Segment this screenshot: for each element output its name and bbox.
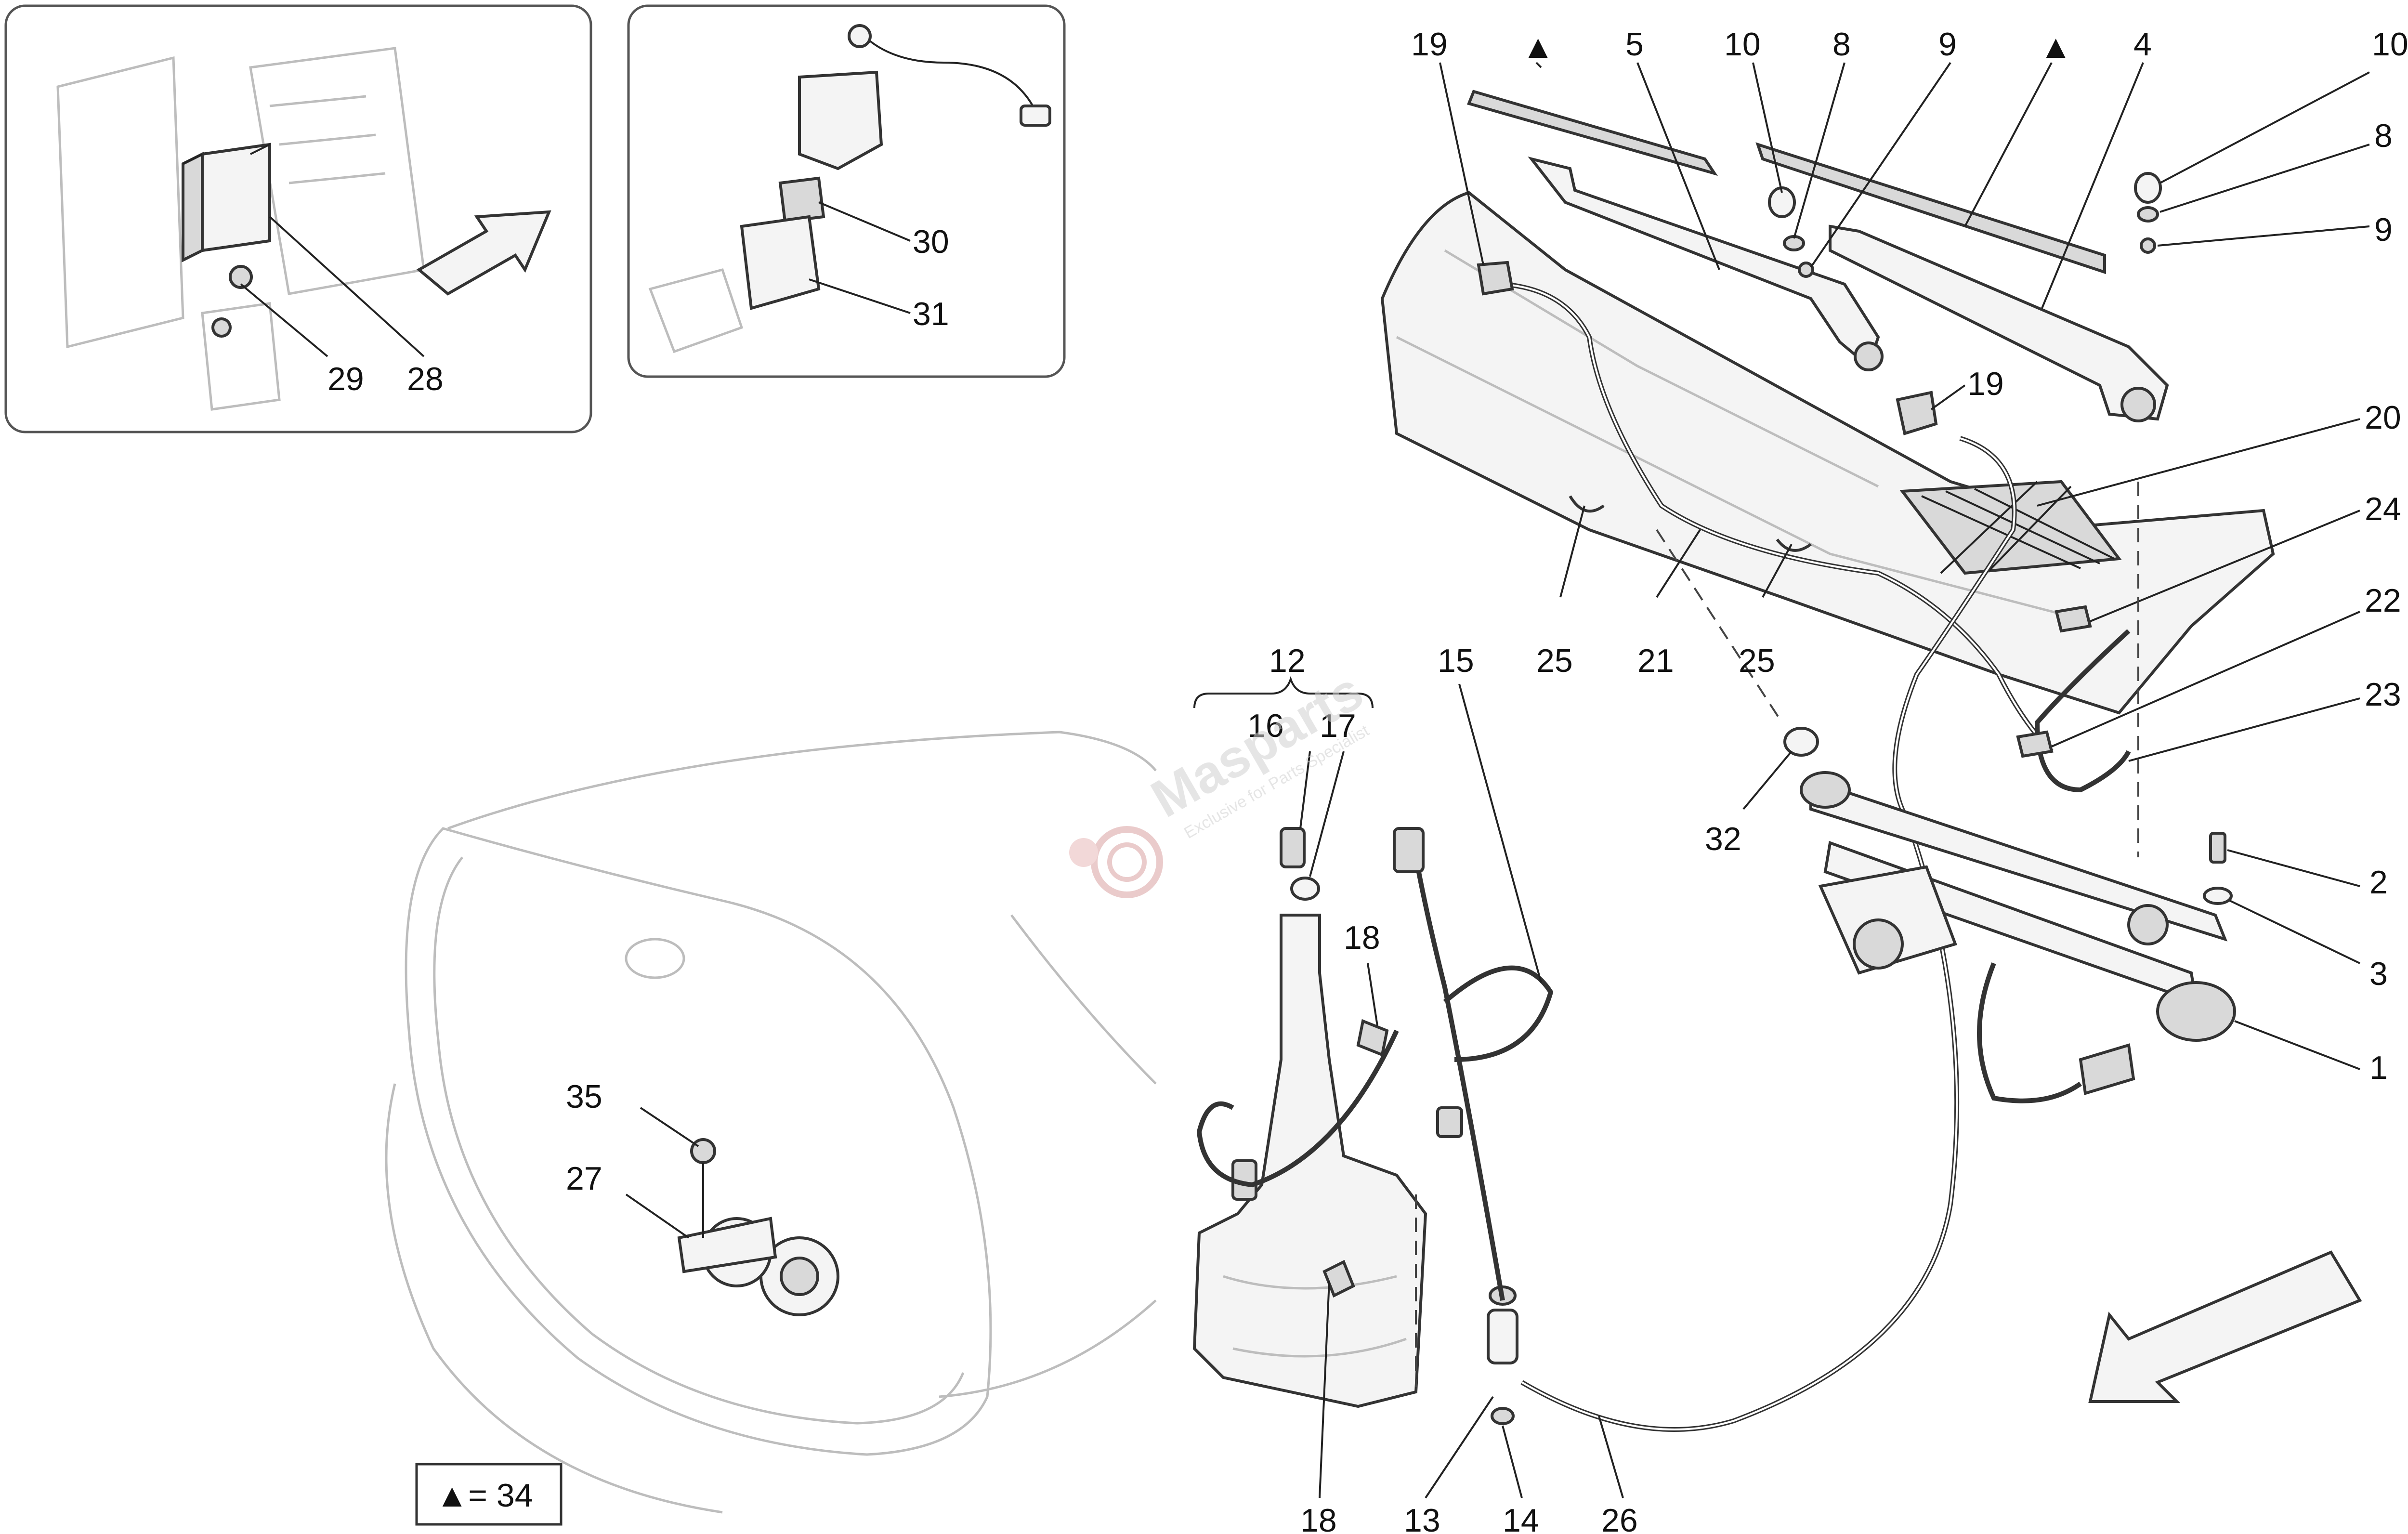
wiper-blade-right — [1755, 142, 2106, 275]
bolt-washer-parts-2-3 — [2203, 832, 2233, 905]
callout-4: 4 — [2133, 26, 2152, 63]
control-module — [182, 143, 271, 262]
wiper-arm-part-4 — [1829, 224, 2169, 422]
callout-9-mid: 9 — [1938, 26, 1957, 63]
motor-wiring-connector — [1977, 962, 2135, 1103]
callout-29: 29 — [327, 361, 364, 397]
callout-22: 22 — [2365, 582, 2401, 619]
callout-10-mid: 10 — [1724, 26, 1761, 63]
callout-12: 12 — [1269, 642, 1306, 679]
callout-23: 23 — [2365, 676, 2401, 713]
callout-5: 5 — [1625, 26, 1644, 63]
leader-lines — [1193, 62, 2370, 1499]
wiper-linkage-part-1 — [1800, 771, 2236, 1042]
car-front-outline — [385, 731, 1157, 1514]
callout-2: 2 — [2369, 864, 2388, 901]
callout-18-upper: 18 — [1344, 919, 1380, 956]
legend-box: ▲= 34 — [415, 1463, 563, 1526]
assembly-direction-arrow — [416, 210, 551, 296]
callout-9-right: 9 — [2374, 211, 2393, 248]
callout-21: 21 — [1637, 642, 1674, 679]
nut-part-29 — [229, 265, 253, 289]
grommet-part-32 — [1783, 727, 1819, 757]
callout-19-top: 19 — [1411, 26, 1448, 63]
callout-27: 27 — [566, 1160, 602, 1197]
cowl-panel — [1380, 191, 2275, 715]
orientation-arrow — [2088, 1250, 2362, 1403]
inset-panel-sensor: 30 31 — [627, 4, 1066, 378]
callout-labels: 19 5 10 8 9 4 10 8 9 19 20 24 22 23 2 3 … — [1247, 26, 2408, 1534]
callout-13: 13 — [1404, 1502, 1440, 1534]
callout-20: 20 — [2365, 399, 2401, 436]
callout-16: 16 — [1247, 708, 1284, 744]
callout-3: 3 — [2369, 956, 2388, 992]
triangle-marker-left: ▲ — [1522, 28, 1554, 65]
wiper-arm-part-5 — [1528, 156, 1884, 371]
inset-panel-module: 29 28 — [4, 4, 592, 433]
rear-view-mirror — [798, 24, 1051, 170]
callout-10-right: 10 — [2372, 26, 2408, 63]
callout-8-right: 8 — [2374, 118, 2393, 154]
wiper-blade-left — [1466, 90, 1718, 176]
callout-19-mid: 19 — [1967, 366, 2004, 402]
callout-8-mid: 8 — [1832, 26, 1851, 63]
callout-17: 17 — [1320, 708, 1356, 744]
callout-25-left: 25 — [1536, 642, 1573, 679]
callout-1: 1 — [2369, 1049, 2388, 1086]
connector-part-22 — [2016, 730, 2054, 758]
triangle-marker-right: ▲ — [2040, 28, 2072, 65]
wiring-harness-part-15 — [1196, 827, 1554, 1301]
bolt-part-inset — [211, 317, 232, 338]
callout-15: 15 — [1438, 642, 1474, 679]
watermark-logo-icon — [1069, 826, 1163, 898]
reservoir-bolts-part-18 — [1322, 1019, 1389, 1298]
washer-hose-part-26 — [1520, 436, 2017, 1432]
callout-18-lower: 18 — [1300, 1502, 1337, 1534]
legend-text: ▲= 34 — [436, 1477, 533, 1514]
callout-32: 32 — [1705, 821, 1741, 857]
callout-30: 30 — [913, 223, 949, 260]
horn-assembly: 35 27 — [566, 1078, 839, 1316]
washer-reservoir — [1192, 827, 1427, 1408]
washer-hose-part-23 — [2034, 629, 2131, 793]
callout-28: 28 — [407, 361, 444, 397]
rain-sensor-part-30 — [778, 176, 825, 223]
callout-25-right: 25 — [1739, 642, 1775, 679]
callout-14: 14 — [1503, 1502, 1539, 1534]
callout-31: 31 — [913, 296, 949, 332]
cap-nut-washer-set — [1768, 172, 2162, 278]
washer-jet-nozzles — [1477, 261, 2092, 633]
sensor-bracket-part-31 — [648, 215, 821, 354]
washer-hose-part-21 — [1502, 282, 2054, 753]
callout-24: 24 — [2365, 491, 2401, 527]
pump-seal-part-14 — [1491, 1407, 1515, 1425]
callout-35: 35 — [566, 1078, 602, 1115]
callout-26: 26 — [1601, 1502, 1638, 1534]
wiper-motor — [1818, 865, 1957, 975]
hose-clips-part-25 — [1569, 495, 1812, 552]
